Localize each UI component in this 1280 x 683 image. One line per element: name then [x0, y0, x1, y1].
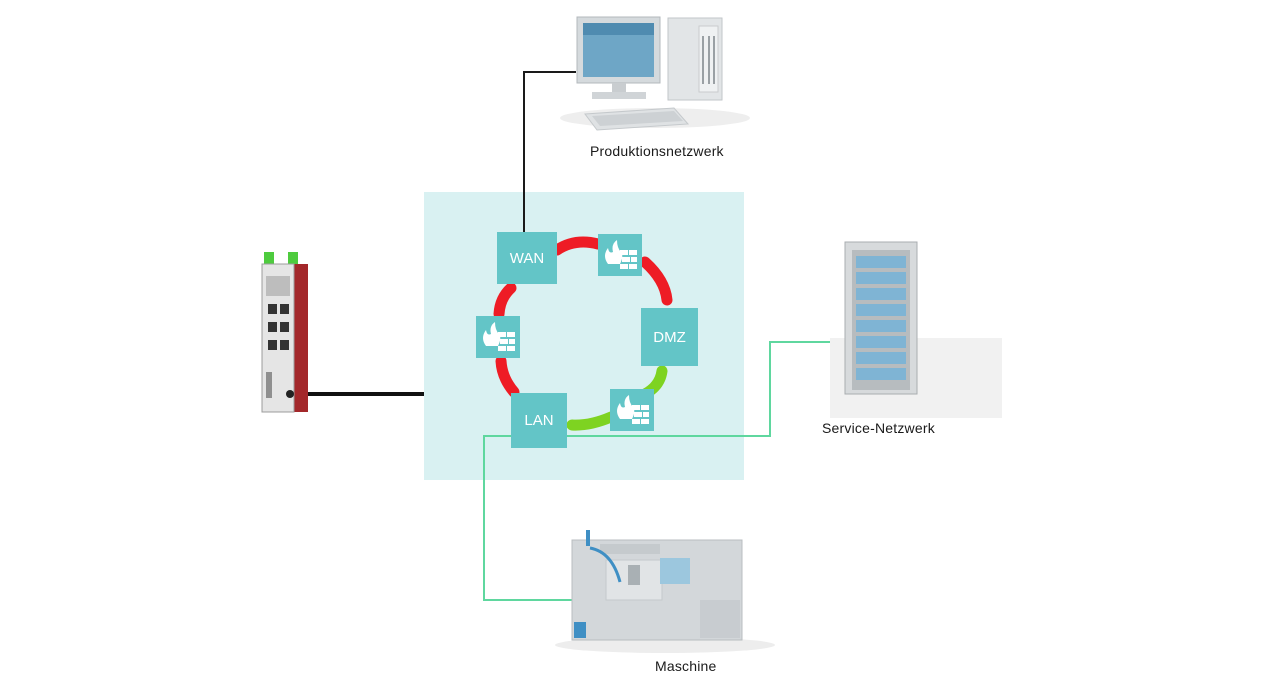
ring-arc-lan-fw3: [495, 355, 520, 398]
node-lan: LAN: [511, 393, 567, 448]
caption-production-network: Produktionsnetzwerk: [590, 143, 724, 159]
link-wan-production: [523, 71, 576, 232]
desktop-computer-icon: [560, 16, 750, 131]
firewall-icon: [476, 316, 520, 358]
firewall-icon: [610, 389, 654, 431]
link-lan-machine: [483, 435, 582, 601]
firewall-icon: [598, 234, 642, 276]
caption-service-network: Service-Netzwerk: [822, 420, 935, 436]
node-wan: WAN: [497, 232, 557, 284]
caption-machine: Maschine: [655, 658, 717, 674]
ring-arc-wan-fw1: [551, 236, 604, 256]
ring-arc-fw1-dmz: [639, 256, 673, 306]
node-dmz-label: DMZ: [653, 328, 686, 346]
ring-arc-fw2-lan: [566, 411, 617, 431]
machine-tool-icon: [555, 530, 775, 653]
server-rack-icon: [830, 241, 1002, 418]
node-wan-label: WAN: [509, 249, 545, 267]
link-lan-service: [566, 341, 845, 437]
industrial-router-icon: [261, 252, 308, 413]
node-dmz: DMZ: [641, 308, 698, 366]
ring-arc-fw3-wan: [493, 282, 517, 320]
node-lan-label: LAN: [524, 412, 554, 429]
